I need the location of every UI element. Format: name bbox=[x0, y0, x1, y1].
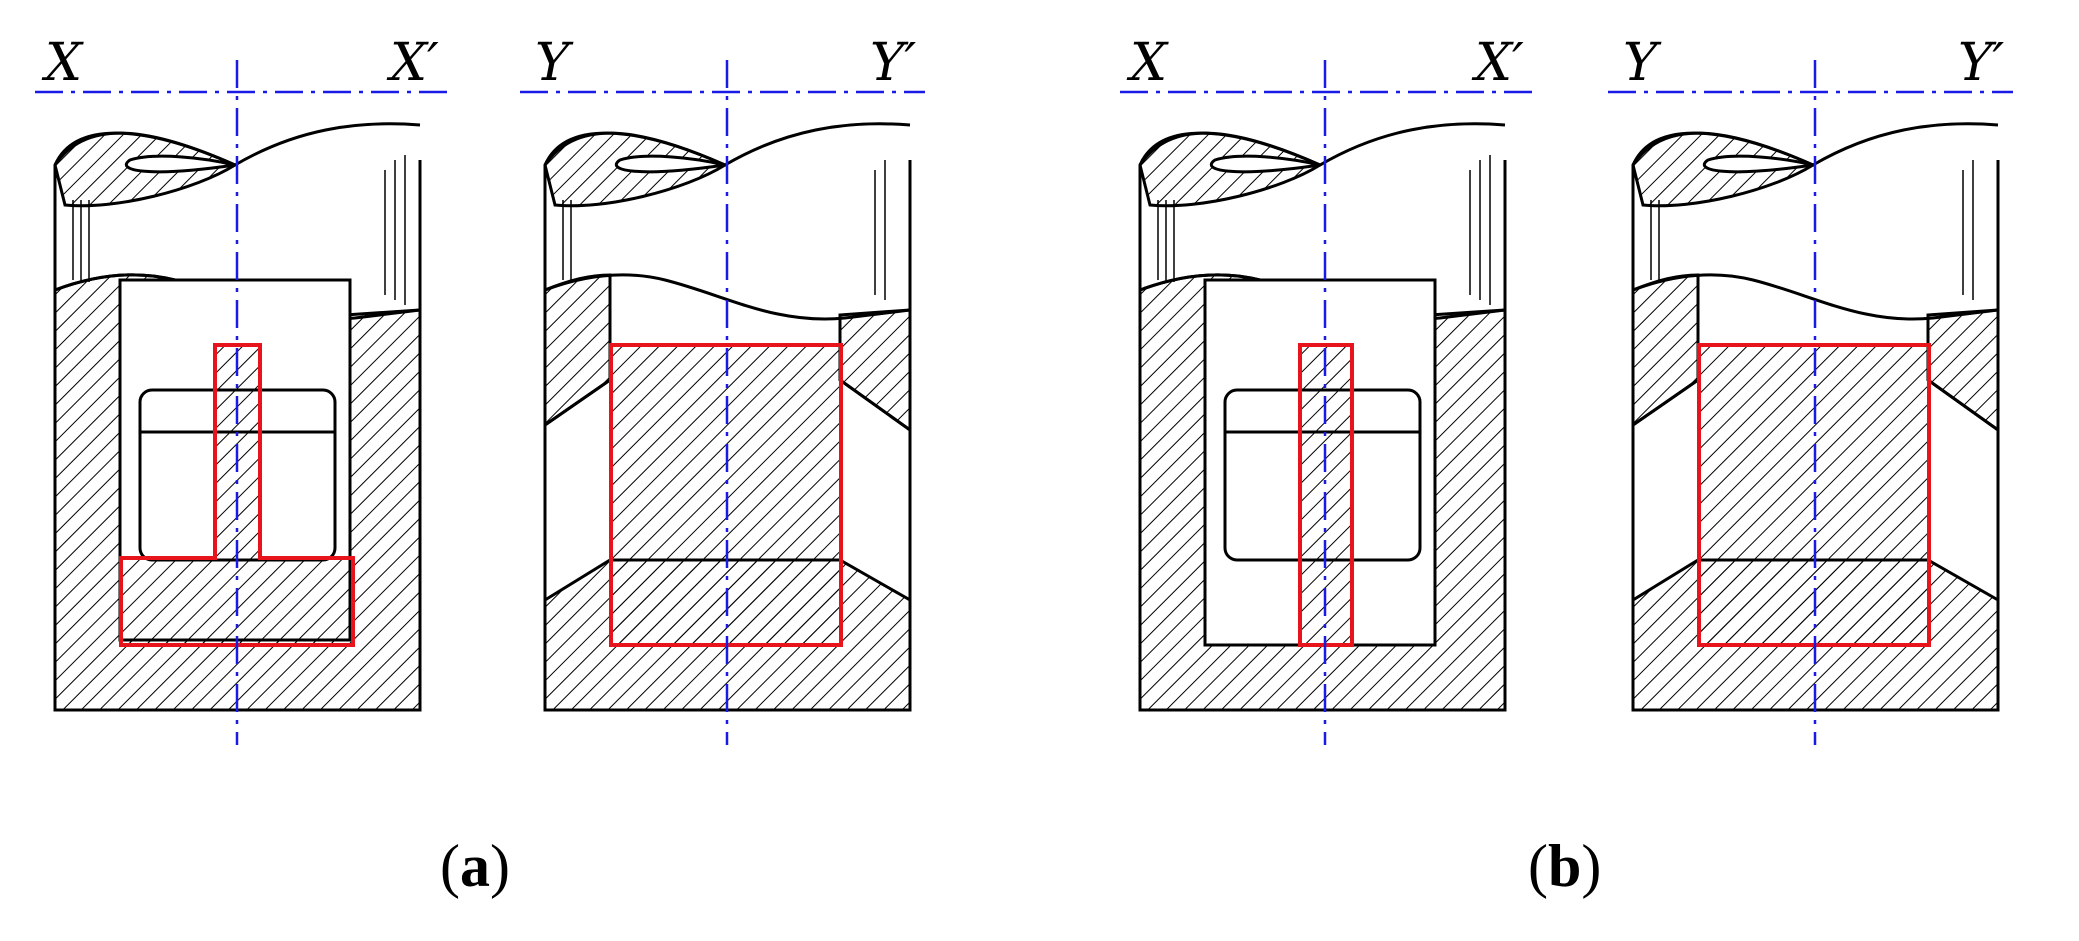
cut-label-y-left: Y bbox=[1623, 33, 1662, 93]
chamfer-line bbox=[544, 378, 611, 427]
chamfer-line bbox=[1632, 378, 1699, 427]
caption-letter-a: a bbox=[459, 833, 490, 899]
waist-wave bbox=[544, 273, 911, 321]
x-section-view-b: X X′ bbox=[1120, 33, 1535, 745]
cut-label-y-left: Y bbox=[535, 33, 574, 93]
chamfer-line bbox=[839, 378, 911, 432]
teardrop-hole bbox=[124, 154, 236, 174]
cut-label-x-left: X bbox=[41, 33, 84, 93]
teardrop-hole bbox=[614, 154, 726, 174]
panel-a: X X′ Y Y′ bbox=[35, 33, 925, 745]
y-section-view-b: Y Y′ bbox=[1608, 33, 2013, 745]
caption-a: (a) bbox=[440, 833, 510, 899]
body-hatch-right bbox=[1926, 308, 2000, 433]
cut-label-x-right: X′ bbox=[386, 33, 439, 93]
caption-b: (b) bbox=[1528, 833, 1602, 899]
waist-wave bbox=[1632, 273, 1999, 321]
cut-label-y-right: Y′ bbox=[870, 33, 916, 93]
cut-label-y-right: Y′ bbox=[1958, 33, 2004, 93]
teardrop-hole bbox=[1209, 154, 1321, 174]
panel-b: X X′ Y Y′ bbox=[1120, 33, 2013, 745]
cut-label-x-left: X bbox=[1126, 33, 1169, 93]
cut-label-x-right: X′ bbox=[1471, 33, 1524, 93]
caption-letter-b: b bbox=[1547, 833, 1582, 899]
x-section-view-a: X X′ bbox=[35, 33, 450, 745]
body-hatch-right bbox=[838, 308, 912, 433]
y-section-view-a: Y Y′ bbox=[520, 33, 925, 745]
chamfer-line bbox=[1927, 378, 1999, 432]
teardrop-hole bbox=[1702, 154, 1814, 174]
